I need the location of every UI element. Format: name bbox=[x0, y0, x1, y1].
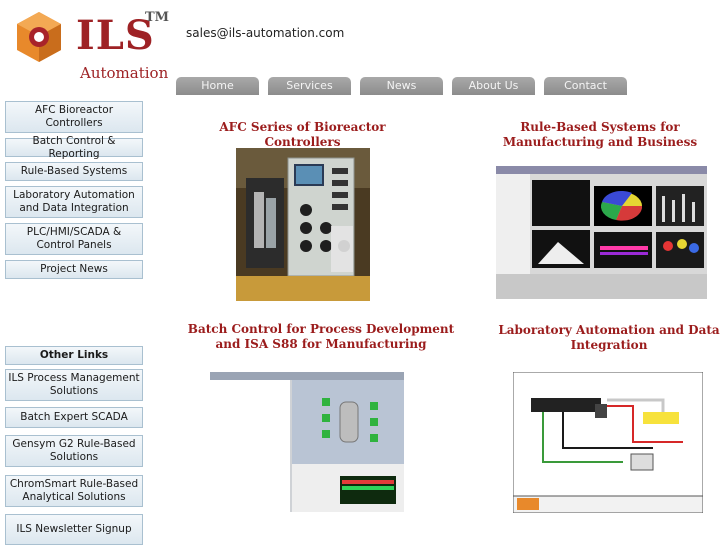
sidebar-item-rule-based[interactable]: Rule-Based Systems bbox=[5, 162, 143, 181]
other-link-chromsmart[interactable]: ChromSmart Rule-Based Analytical Solutio… bbox=[5, 475, 143, 507]
other-link-gensym-g2[interactable]: Gensym G2 Rule-Based Solutions bbox=[5, 435, 143, 467]
sidebar-item-plc-hmi-scada[interactable]: PLC/HMI/SCADA & Control Panels bbox=[5, 223, 143, 255]
batch-control-hmi-screenshot[interactable] bbox=[210, 372, 404, 512]
wiring-diagram-drawing[interactable] bbox=[513, 372, 703, 513]
nav-tab-home[interactable]: Home bbox=[176, 77, 259, 95]
bioreactor-controller-photo[interactable] bbox=[236, 148, 370, 301]
section-title-afc-series[interactable]: AFC Series of Bioreactor Controllers bbox=[219, 120, 386, 149]
sidebar-item-project-news[interactable]: Project News bbox=[5, 260, 143, 279]
rule-based-dashboard-screenshot[interactable] bbox=[496, 166, 707, 299]
nav-tab-about-us[interactable]: About Us bbox=[452, 77, 535, 95]
nav-tab-services[interactable]: Services bbox=[268, 77, 351, 95]
ils-hexagon-logo-icon bbox=[17, 12, 61, 62]
other-links-heading: Other Links bbox=[5, 346, 143, 365]
logo-subtitle: Automation bbox=[80, 64, 169, 82]
section-title-lab-automation[interactable]: Laboratory Automation and Data Integrati… bbox=[498, 323, 720, 352]
sidebar-item-afc-bioreactor[interactable]: AFC Bioreactor Controllers bbox=[5, 101, 143, 133]
sales-email-link[interactable]: sales@ils-automation.com bbox=[186, 26, 345, 40]
other-link-newsletter-signup[interactable]: ILS Newsletter Signup bbox=[5, 514, 143, 545]
section-title-batch-control[interactable]: Batch Control for Process Development an… bbox=[187, 322, 455, 351]
section-title-rule-based[interactable]: Rule-Based Systems for Manufacturing and… bbox=[502, 120, 698, 149]
other-link-batch-expert-scada[interactable]: Batch Expert SCADA bbox=[5, 407, 143, 428]
logo-wordmark: ILS bbox=[76, 12, 155, 59]
nav-tab-contact[interactable]: Contact bbox=[544, 77, 627, 95]
sidebar-item-lab-automation[interactable]: Laboratory Automation and Data Integrati… bbox=[5, 186, 143, 218]
trademark-mark: TM bbox=[145, 10, 170, 25]
sidebar-item-batch-control[interactable]: Batch Control & Reporting bbox=[5, 135, 143, 160]
other-link-ils-process-management[interactable]: ILS Process Management Solutions bbox=[5, 369, 143, 401]
nav-tab-news[interactable]: News bbox=[360, 77, 443, 95]
ils-logo[interactable]: ILS TM Automation bbox=[12, 8, 172, 84]
